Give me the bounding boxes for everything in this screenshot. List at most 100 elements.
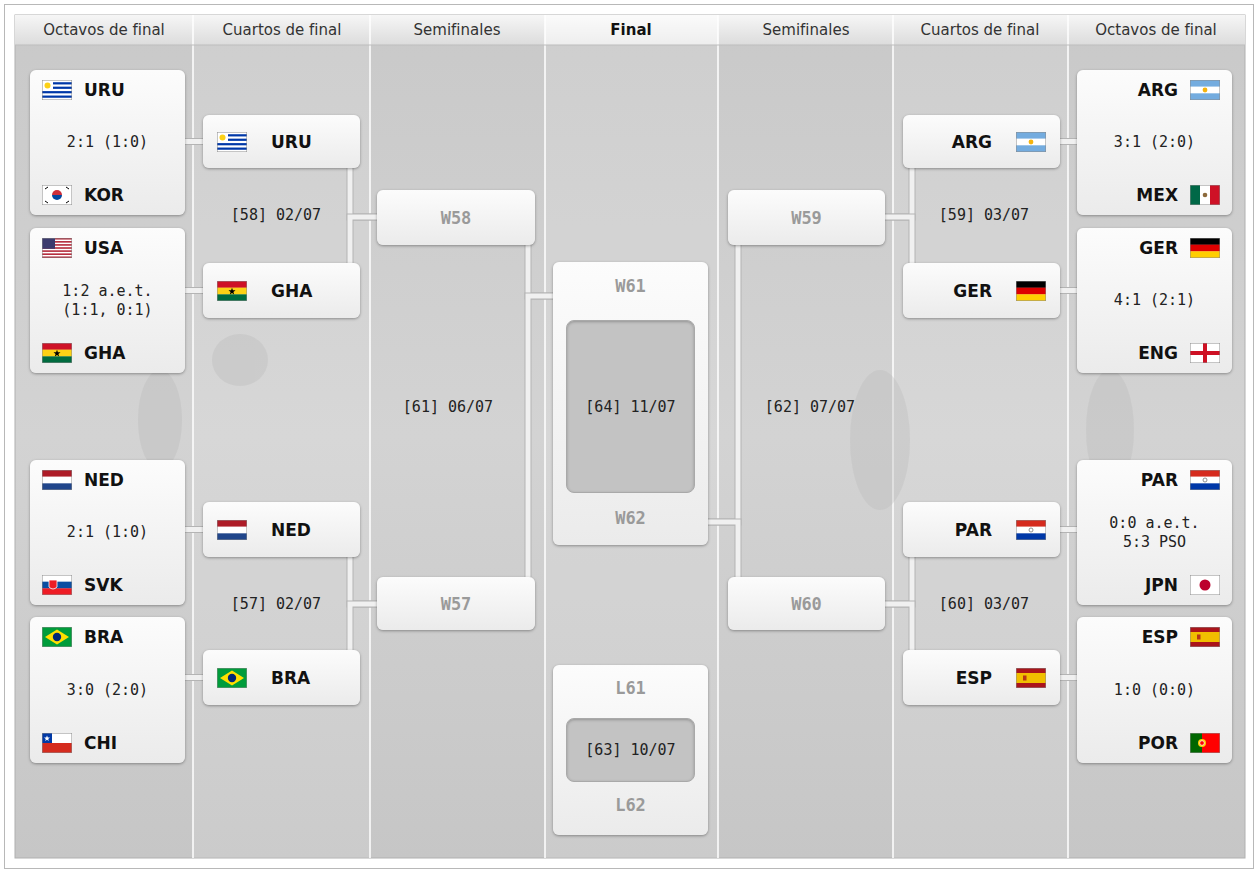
team-row: GHA [40, 343, 175, 363]
connector-shadow [1060, 138, 1077, 145]
match-label: [62] 07/07 [765, 398, 855, 416]
team-row: ESP [915, 668, 1048, 688]
match-label: [57] 02/07 [231, 595, 321, 613]
flag-icon [1190, 575, 1220, 595]
team-row: BRA [215, 668, 348, 688]
column-header: Octavos de final [1095, 21, 1217, 39]
team-code: GHA [84, 343, 125, 363]
match-text: L61 [553, 678, 708, 698]
connector-shadow [528, 296, 553, 577]
flag-icon [217, 520, 247, 540]
bracket-connector [885, 217, 912, 263]
bracket-connector [708, 245, 738, 522]
team-box: URU [203, 115, 360, 168]
team-row: PAR [1087, 470, 1222, 490]
connector-shadow [528, 245, 553, 296]
match-info-box: [63] 10/07 [566, 718, 695, 782]
flag-icon [1190, 238, 1220, 258]
match-text: L62 [553, 795, 708, 815]
bracket-connector [1060, 675, 1077, 680]
flag-icon [1190, 627, 1220, 647]
team-code: NED [271, 520, 311, 540]
match-label: [59] 03/07 [939, 206, 1029, 224]
team-row: GER [1087, 238, 1222, 258]
connector-shadow [1060, 287, 1077, 294]
bracket-connector [185, 527, 203, 532]
team-code: MEX [1136, 185, 1178, 205]
team-row: ESP [1087, 627, 1222, 647]
flag-icon [42, 343, 72, 363]
flag-icon [42, 627, 72, 647]
match-box: NED2:1 (1:0)SVK [30, 460, 185, 605]
flag-icon [1016, 668, 1046, 688]
match-label: [60] 03/07 [939, 595, 1029, 613]
bracket-connector [350, 168, 377, 217]
bracket-connector [185, 675, 203, 680]
winner-slot-box: W57 [377, 577, 535, 630]
team-row: MEX [1087, 185, 1222, 205]
team-row: NED [215, 520, 348, 540]
match-text: W59 [791, 208, 822, 228]
team-code: ENG [1138, 343, 1178, 363]
team-code: POR [1138, 733, 1178, 753]
team-row: KOR [40, 185, 175, 205]
match-score: 3:0 (2:0) [67, 681, 148, 700]
flag-icon [1016, 520, 1046, 540]
team-code: CHI [84, 733, 117, 753]
column-header: Semifinales [414, 21, 501, 39]
team-code: JPN [1145, 575, 1178, 595]
column-header: Semifinales [763, 21, 850, 39]
bracket-connector [350, 557, 377, 604]
match-label: [58] 02/07 [231, 206, 321, 224]
match-label: [61] 06/07 [403, 398, 493, 416]
column-header: Cuartos de final [921, 21, 1040, 39]
team-code: NED [84, 470, 124, 490]
team-row: GHA [215, 281, 348, 301]
connector-shadow [350, 557, 377, 604]
match-text: W61 [553, 276, 708, 296]
winner-slot-box: W59 [728, 190, 885, 245]
connector-shadow [1060, 526, 1077, 533]
bracket-connector [350, 604, 377, 650]
team-code: ARG [952, 132, 992, 152]
connector-shadow [185, 287, 203, 294]
match-box: URU2:1 (1:0)KOR [30, 70, 185, 215]
flag-icon [42, 185, 72, 205]
team-row: ARG [915, 132, 1048, 152]
bracket-connector [885, 168, 912, 217]
team-box: NED [203, 502, 360, 557]
team-row: BRA [40, 627, 175, 647]
match-score: 4:1 (2:1) [1114, 291, 1195, 310]
flag-icon [217, 281, 247, 301]
column-header: Octavos de final [43, 21, 165, 39]
connector-shadow [350, 604, 377, 650]
match-text: W58 [441, 208, 472, 228]
match-box: ESP1:0 (0:0)POR [1077, 617, 1232, 763]
match-score: 2:1 (1:0) [67, 133, 148, 152]
connector-shadow [185, 138, 203, 145]
flag-icon [1190, 470, 1220, 490]
flag-icon [42, 238, 72, 258]
team-row: ENG [1087, 343, 1222, 363]
connector-shadow [708, 245, 738, 522]
team-code: KOR [84, 185, 124, 205]
team-box: GHA [203, 263, 360, 318]
team-row: ARG [1087, 80, 1222, 100]
bracket-connector [528, 245, 553, 296]
team-code: GER [1139, 238, 1178, 258]
match-info-box: [64] 11/07 [566, 320, 695, 493]
team-row: PAR [915, 520, 1048, 540]
bracket-connector [708, 522, 738, 577]
bracket-connector [528, 296, 553, 577]
bracket-connector [350, 217, 377, 263]
flag-icon [1190, 80, 1220, 100]
bracket-connector [1060, 288, 1077, 293]
bracket-connector [885, 604, 912, 650]
match-text: W60 [791, 594, 822, 614]
flag-icon [1190, 185, 1220, 205]
match-score: 3:1 (2:0) [1114, 133, 1195, 152]
match-box: PAR0:0 a.e.t. 5:3 PSOJPN [1077, 460, 1232, 605]
flag-icon [42, 733, 72, 753]
flag-icon [1016, 132, 1046, 152]
